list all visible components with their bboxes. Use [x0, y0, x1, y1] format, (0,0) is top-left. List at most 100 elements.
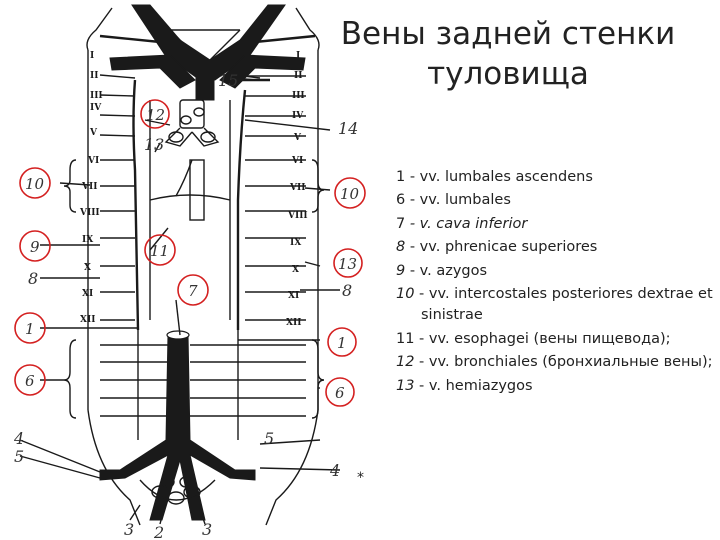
legend-text: - v. hemiazygos — [414, 377, 533, 394]
legend-item: 13 - v. hemiazygos — [396, 375, 716, 398]
label-9: 9 — [30, 238, 40, 256]
red-circle — [14, 312, 46, 344]
roman-label: IV — [292, 111, 304, 121]
roman-label: X — [84, 263, 91, 273]
red-circle — [333, 248, 363, 278]
legend-text: - v. azygos — [405, 262, 488, 279]
label-12: 12 — [146, 106, 165, 124]
trachea-bronchi — [164, 99, 220, 147]
legend-num: 1 — [396, 169, 406, 185]
label-7: 7 — [188, 282, 198, 300]
legend-item: 11 - vv. esophagei (вены пищевода); — [396, 328, 716, 351]
label-8-left: 8 — [28, 269, 38, 288]
roman-label: IX — [82, 235, 93, 245]
legend-text: sinistrae — [421, 307, 483, 324]
legend-item: 6 - vv. lumbales — [396, 189, 716, 212]
roman-label: XI — [82, 289, 93, 299]
legend-text: - vv. lumbales ascendens — [405, 169, 593, 185]
roman-label: II — [90, 71, 98, 81]
roman-label: X — [292, 265, 299, 275]
legend-item: 10 - vv. intercostales posteriores dextr… — [396, 283, 716, 306]
label-4-right: 4 — [329, 461, 340, 480]
roman-label: III — [90, 91, 103, 101]
roman-label: I — [90, 51, 94, 61]
roman-label: II — [294, 71, 302, 81]
label-15: 15 — [218, 71, 238, 90]
legend-num: 7 — [396, 215, 406, 232]
lumbar-lines — [100, 330, 306, 440]
roman-label: VII — [289, 183, 305, 193]
label-6-left: 6 — [25, 372, 35, 390]
red-circle — [140, 99, 170, 129]
legend-text: - vv. bronchiales (бронхиальные вены); — [414, 354, 713, 371]
asterisk-mark: * — [357, 470, 364, 486]
label-5-left: 5 — [14, 447, 24, 466]
legend-item: 7 - v. cava inferior — [396, 213, 716, 236]
intercostal-right — [245, 75, 306, 321]
roman-label: I — [296, 51, 300, 61]
legend-text: - vv. esophagei (вены пищевода); — [414, 330, 671, 347]
label-2: 2 — [153, 523, 164, 540]
label-14: 14 — [338, 119, 358, 138]
label-3-right: 3 — [202, 520, 212, 539]
roman-label: V — [293, 133, 302, 143]
circled-labels: 12 10 9 11 7 1 6 10 13 1 6 — [14, 99, 366, 407]
red-circle — [177, 274, 209, 306]
roman-label: VIII — [287, 211, 308, 221]
pelvic-plexus — [139, 476, 216, 505]
legend-item: 8 - vv. phrenicae superiores — [396, 236, 716, 259]
legend-item: 1 - vv. lumbales ascendens — [396, 166, 716, 189]
label-13-circled: 13 — [338, 255, 357, 273]
red-circle — [334, 177, 366, 209]
plain-labels: 15 13 14 8 8 4 5 5 4 3 2 3 — [13, 71, 358, 540]
roman-label: VI — [291, 156, 303, 166]
legend-text: - vv. intercostales posteriores dextrae … — [414, 286, 713, 303]
label-1-left: 1 — [25, 320, 35, 338]
label-10-right: 10 — [340, 185, 360, 203]
label-10-left: 10 — [25, 175, 45, 193]
pointer-lines — [19, 77, 341, 525]
slide-title: Вены задней стенки туловища — [318, 14, 698, 94]
legend-num: 10 — [396, 286, 415, 303]
roman-label: VII — [81, 182, 97, 192]
legend-item-continuation: sinistrae — [396, 304, 716, 327]
label-13: 13 — [144, 135, 164, 154]
roman-right: I II III IV V VI VII VIII IX X XI XII — [286, 51, 308, 328]
label-1-right: 1 — [337, 334, 347, 352]
legend-text: - v. cava inferior — [405, 215, 528, 232]
label-5-right: 5 — [264, 429, 274, 448]
roman-label: XI — [288, 291, 299, 301]
red-circle — [14, 364, 46, 396]
legend-item: 12 - vv. bronchiales (бронхиальные вены)… — [396, 351, 716, 374]
legend-num: 9 — [396, 262, 406, 279]
red-circle — [19, 167, 51, 199]
legend-num: 11 — [396, 330, 415, 347]
roman-label: VI — [87, 156, 99, 166]
legend-num: 8 — [396, 239, 406, 256]
upper-veins — [99, 4, 316, 101]
intercostal-left — [99, 74, 136, 321]
label-6-right: 6 — [335, 384, 345, 402]
roman-label: XII — [80, 315, 95, 325]
legend-num: 12 — [396, 354, 415, 371]
label-8-right: 8 — [342, 281, 352, 300]
label-4-left: 4 — [13, 429, 24, 448]
red-circle — [327, 327, 357, 357]
red-circle — [19, 230, 51, 262]
label-11: 11 — [150, 242, 169, 260]
label-3-left: 3 — [124, 520, 134, 539]
roman-label: XII — [286, 318, 301, 328]
red-circle — [325, 377, 355, 407]
legend-text: - vv. lumbales — [405, 192, 511, 209]
roman-label: III — [292, 91, 305, 101]
legend-num: 6 — [396, 192, 406, 209]
red-circle — [144, 234, 176, 266]
legend-text: - vv. phrenicae superiores — [405, 239, 598, 256]
roman-label: IX — [290, 238, 301, 248]
roman-label: IV — [90, 103, 102, 113]
title-line-1: Вены задней стенки — [340, 16, 676, 52]
roman-left: I II III IV V VI VII VIII IX X XI XII — [79, 51, 103, 325]
legend-num: 13 — [396, 377, 415, 394]
title-line-2: туловища — [427, 56, 589, 92]
